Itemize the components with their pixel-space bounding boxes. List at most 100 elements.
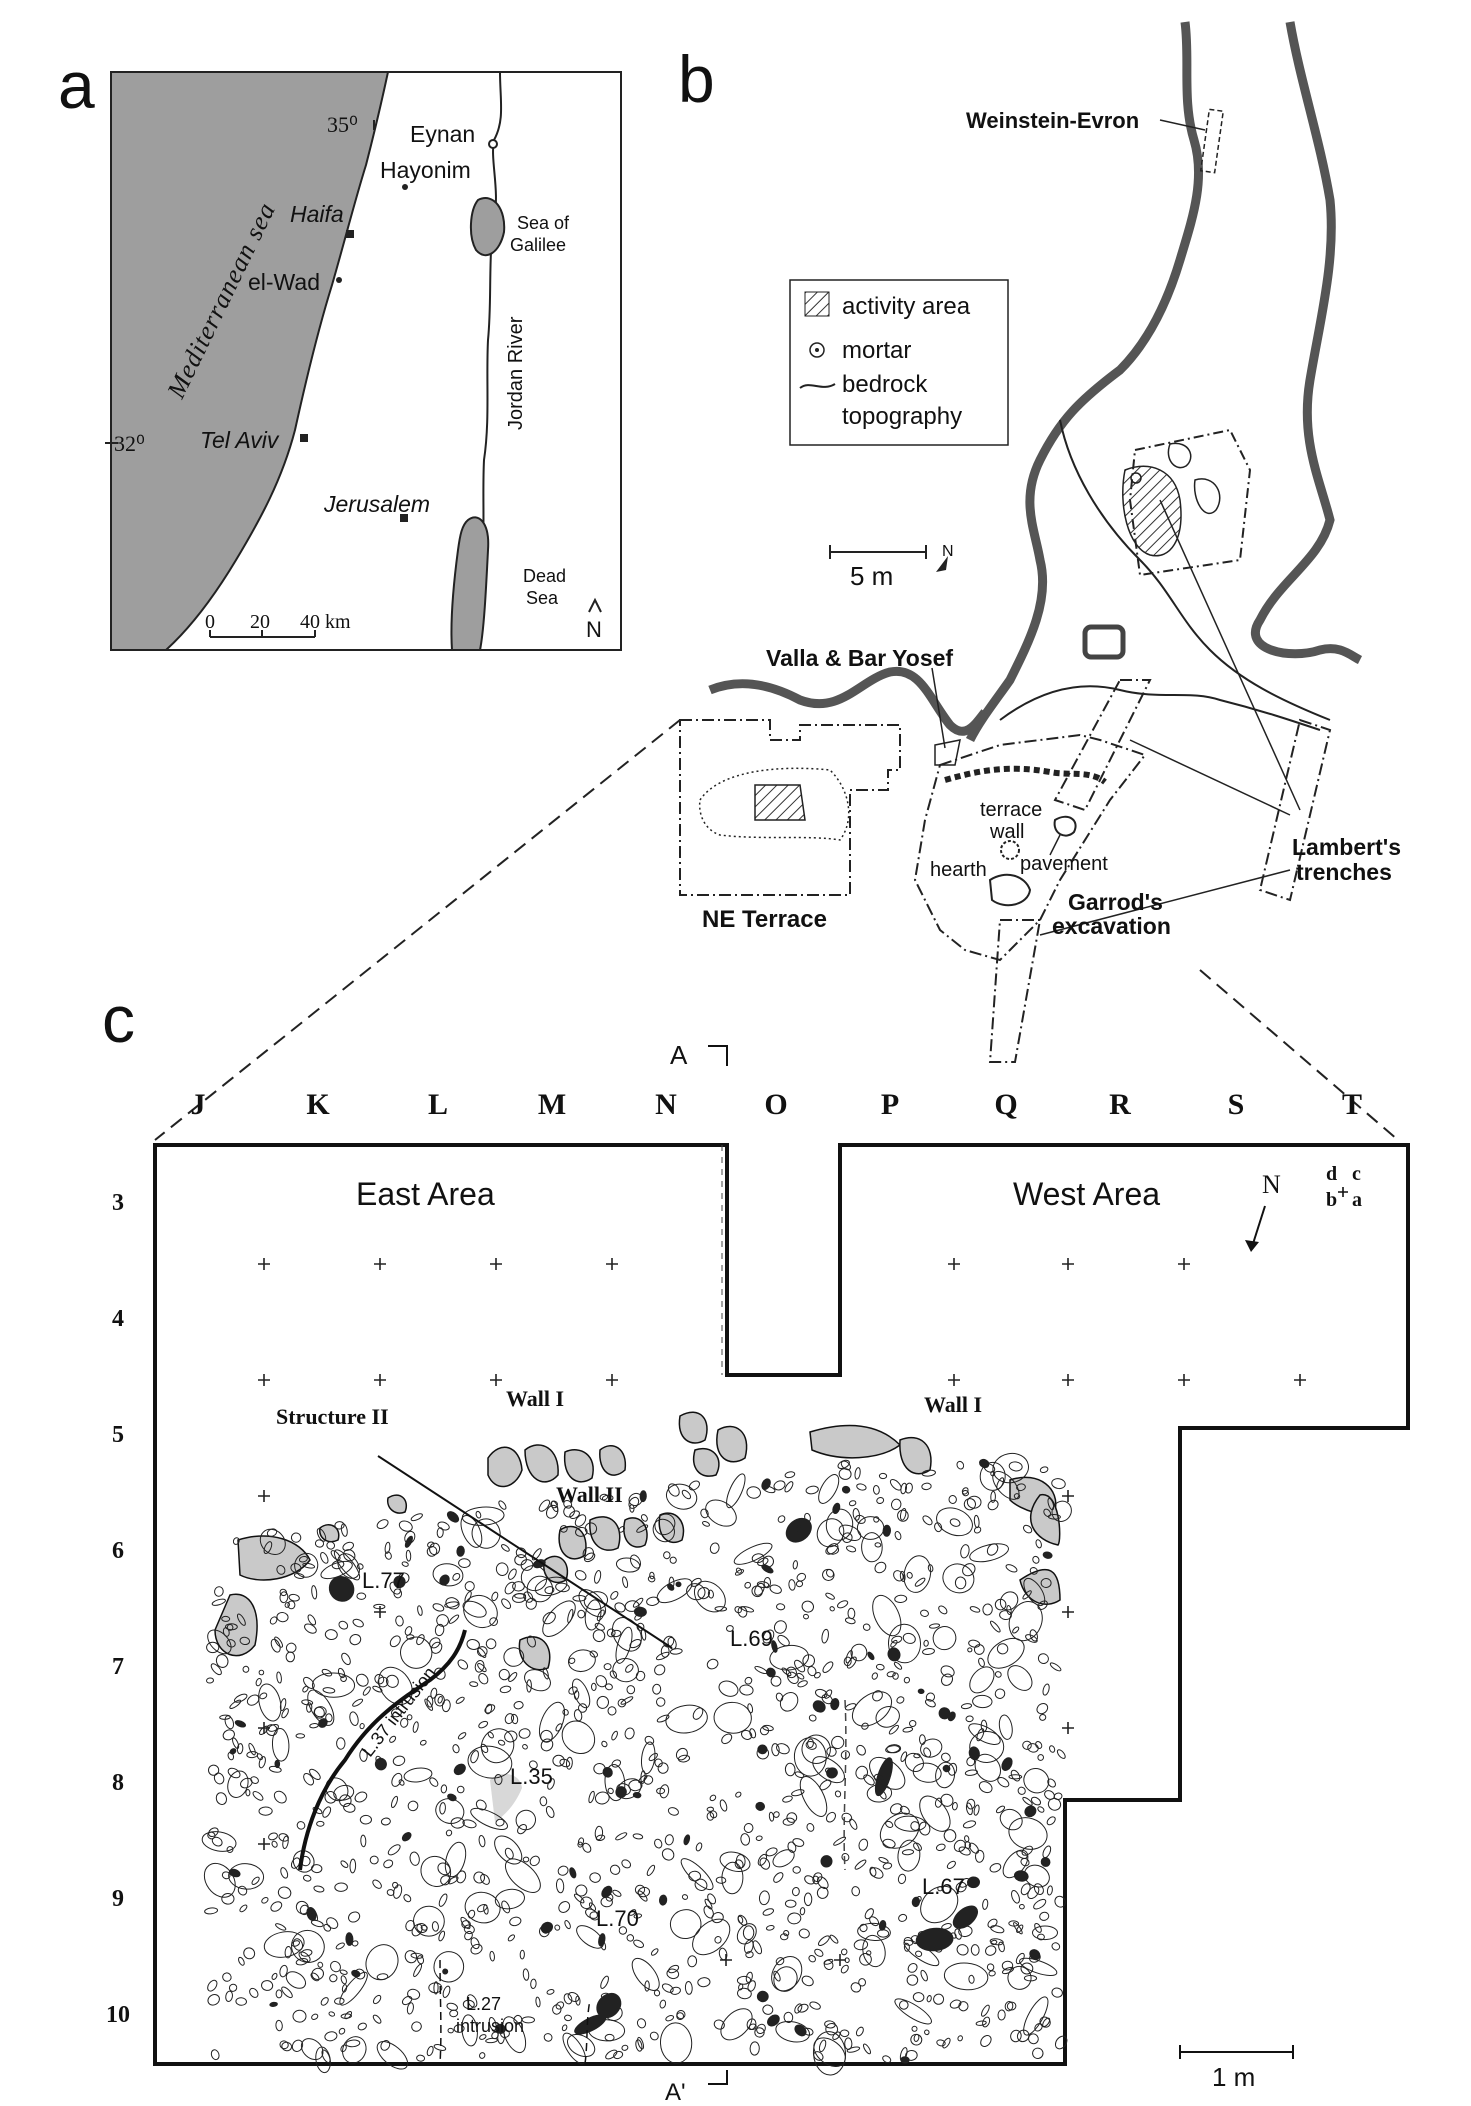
- stone: [333, 1549, 361, 1581]
- stone: [804, 1875, 815, 1885]
- stone: [495, 1562, 509, 1576]
- stone: [951, 1802, 958, 1811]
- stone: [974, 1849, 985, 1863]
- stone: [462, 1600, 487, 1618]
- stone: [497, 1739, 506, 1746]
- stone: [897, 1873, 907, 1885]
- stone: [792, 1866, 801, 1874]
- stone: [274, 1636, 284, 1648]
- stone: [867, 1651, 875, 1661]
- stone: [515, 1547, 527, 1559]
- stone: [740, 1606, 755, 1613]
- stone: [688, 1480, 700, 1491]
- stone: [456, 1785, 465, 1794]
- stone: [818, 2039, 827, 2053]
- stone: [338, 1620, 349, 1630]
- stone: [290, 1532, 302, 1543]
- stone: [834, 1790, 842, 1798]
- stone: [794, 1771, 805, 1778]
- stone: [758, 1890, 770, 1906]
- stone: [766, 1667, 776, 1678]
- stone: [279, 1591, 289, 1604]
- stone: [334, 1997, 345, 2005]
- stone: [380, 2040, 391, 2051]
- stone: [359, 1748, 368, 1762]
- terrace-wall-label-line2: wall: [989, 821, 1024, 843]
- stone: [452, 1572, 461, 1581]
- stone: [555, 1723, 563, 1732]
- stone: [340, 1975, 347, 1985]
- stone: [624, 1727, 635, 1740]
- stone: [1027, 1885, 1040, 1900]
- stone: [796, 1572, 807, 1582]
- stone: [1039, 1466, 1049, 1474]
- stone: [862, 1623, 871, 1631]
- stone: [987, 1918, 998, 1929]
- stone: [925, 1692, 936, 1702]
- stone: [825, 1508, 854, 1541]
- stone: [235, 1997, 247, 2006]
- stone: [1010, 1769, 1021, 1782]
- stone: [969, 1606, 981, 1613]
- stone: [872, 1594, 902, 1637]
- stone: [406, 2002, 414, 2015]
- stone: [1033, 1883, 1044, 1895]
- pavement-stones: [988, 873, 1032, 907]
- stone: [275, 2019, 283, 2032]
- stone: [341, 1984, 348, 1993]
- stone: [384, 1551, 392, 1560]
- stone: [973, 1644, 985, 1655]
- stone: [338, 2027, 346, 2035]
- stone: [529, 1855, 540, 1867]
- stone: [825, 1811, 837, 1823]
- stone: [787, 1912, 802, 1925]
- stone: [911, 2025, 918, 2032]
- stone: [667, 1483, 680, 1497]
- stone: [345, 2039, 361, 2048]
- stone: [844, 1703, 857, 1711]
- stone: [227, 1751, 235, 1761]
- stone: [1001, 1960, 1014, 1971]
- stone: [973, 1804, 980, 1816]
- stone: [941, 1923, 952, 1930]
- stone: [563, 1505, 575, 1518]
- stone: [915, 1927, 954, 1952]
- l35-gray-stone: [490, 1773, 522, 1822]
- panel-c-excavation-grid: J K L M N O P Q R S T 3 4 5 6 7 8 9 10: [106, 1040, 1410, 2106]
- stone: [612, 1889, 622, 1897]
- sea-of-galilee-label-line1: Sea of: [517, 213, 570, 233]
- stone: [947, 1762, 958, 1776]
- stone: [562, 2032, 587, 2065]
- stone: [804, 1512, 811, 1523]
- stone: [433, 1951, 465, 1983]
- stone: [362, 1686, 371, 1696]
- stone: [757, 1853, 768, 1866]
- stone: [485, 1638, 497, 1650]
- stone: [508, 1672, 518, 1682]
- stone: [771, 1743, 780, 1757]
- stone: [922, 1648, 935, 1655]
- stone: [896, 1696, 905, 1704]
- stone: [261, 1896, 269, 1904]
- stone: [252, 1791, 264, 1801]
- haifa-marker: [346, 230, 354, 238]
- stone: [594, 1791, 610, 1805]
- stone: [467, 1745, 513, 1779]
- stone: [1047, 1778, 1056, 1788]
- stone: [961, 1487, 969, 1495]
- stone: [874, 1542, 882, 1548]
- stone: [595, 1675, 608, 1688]
- stone: [372, 2014, 382, 2024]
- stone: [756, 1990, 769, 2003]
- panel-c-scale-bar: [1179, 2045, 1294, 2059]
- stone: [936, 2039, 946, 2047]
- stone: [201, 1831, 237, 1852]
- stone: [280, 1867, 289, 1879]
- stone: [902, 1726, 914, 1733]
- stone: [474, 1659, 485, 1673]
- stone: [773, 1970, 781, 1982]
- stone: [449, 2009, 459, 2018]
- stone: [1017, 1786, 1026, 1795]
- stone: [292, 1850, 315, 1873]
- panel-b-north-label: N: [942, 543, 954, 560]
